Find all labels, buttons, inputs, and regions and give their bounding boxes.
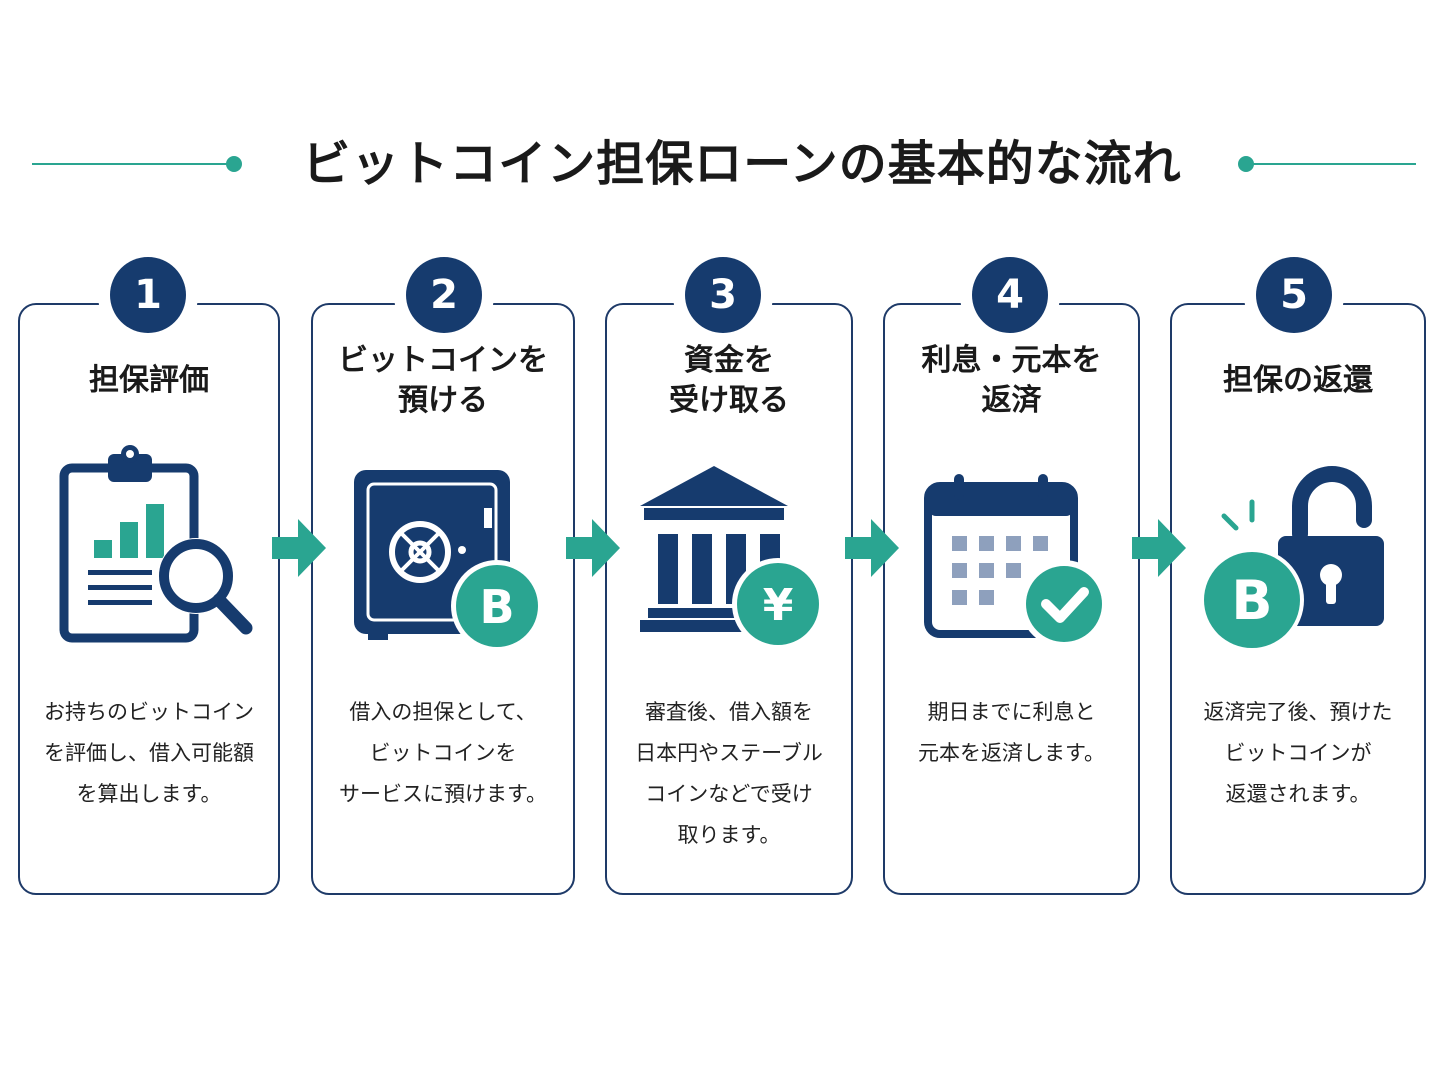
bitcoin-icon: B [1231,569,1272,632]
step-description-1: お持ちのビットコイン を評価し、借入可能額 を算出します。 [44,700,254,806]
arrow-right-icon [1132,519,1186,577]
safe-bitcoin-icon: B [354,470,543,650]
step-title-3: 資金を 受け取る [669,343,789,418]
step-number-badge-4: 4 [972,257,1048,333]
step-number-badge-5: 5 [1256,257,1332,333]
step-description-5: 返済完了後、預けた ビットコインが 返還されます。 [1203,700,1393,806]
unlock-bitcoin-icon: B [1200,466,1384,652]
step-description-3: 審査後、借入額を 日本円やステーブル コインなどで受け 取ります。 [635,700,823,847]
step-title-1: 担保評価 [89,363,209,398]
arrow-right-icon [566,519,620,577]
yen-icon: ¥ [763,580,794,631]
title-divider-dot-right [1238,156,1254,172]
calendar-check-icon [924,474,1108,648]
step-number-badge-1: 1 [110,257,186,333]
title-divider-right [1250,163,1416,165]
step-description-2: 借入の担保として、 ビットコインを サービスに預けます。 [339,700,547,806]
arrow-right-icon [272,519,326,577]
bank-yen-icon: ¥ [640,466,824,650]
check-icon [1041,587,1089,623]
title-divider-dot-left [226,156,242,172]
title-row: ビットコイン担保ローンの基本的な流れ [0,128,1448,200]
page-title: ビットコイン担保ローンの基本的な流れ [302,136,1182,192]
step-number-badge-3: 3 [685,257,761,333]
title-divider-left [32,163,232,165]
clipboard-chart-magnifier-icon [59,445,253,643]
step-description-4: 期日までに利息と 元本を返済します。 [918,700,1105,765]
step-title-4: 利息・元本を 返済 [921,343,1102,418]
step-number-badge-2: 2 [406,257,482,333]
bitcoin-icon: B [479,580,514,634]
step-title-5: 担保の返還 [1223,363,1373,398]
step-title-2: ビットコインを 預ける [338,343,548,418]
arrow-right-icon [845,519,899,577]
